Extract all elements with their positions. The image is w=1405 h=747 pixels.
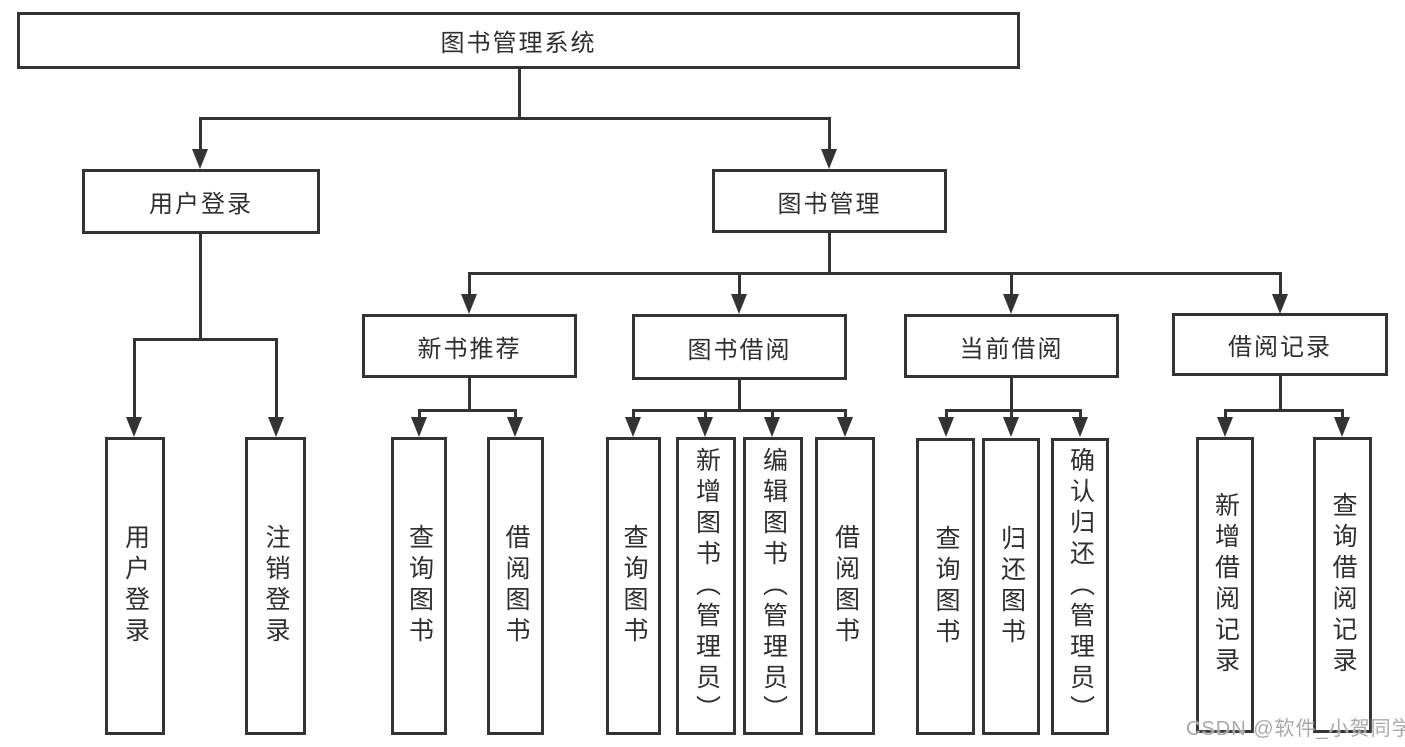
edge-drop-bb-add (704, 409, 707, 419)
edge-root-hbar (199, 117, 831, 120)
leaf-label: 用户登录 (121, 524, 150, 648)
leaf-label: 查询图书 (405, 524, 434, 648)
edge-drop-book-borrow (738, 272, 741, 296)
arrow-user-login (192, 149, 208, 169)
leaf-label: 归还图书 (997, 524, 1026, 649)
edge-current-hbar (945, 409, 1082, 412)
arrow-cb-confirm (1072, 417, 1088, 437)
leaf-label: 新增借阅记录 (1211, 492, 1240, 678)
edge-drop-br-add (1224, 409, 1227, 419)
leaf-label: 编辑图书（管理员） (759, 446, 788, 726)
arrow-book-mgmt (821, 149, 837, 169)
arrow-bb-add (697, 417, 713, 437)
leaf-bb-borrow-book: 借阅图书 (815, 437, 875, 735)
edge-drop-login-leaf (133, 338, 136, 419)
node-label: 图书借阅 (687, 336, 792, 364)
arrow-rec-query (411, 417, 427, 437)
leaf-bb-query-book: 查询图书 (606, 437, 661, 735)
leaf-cb-query-book: 查询图书 (916, 438, 975, 735)
leaf-label: 借阅图书 (502, 524, 530, 648)
node-book-borrow: 图书借阅 (632, 314, 847, 380)
edge-drop-new-book-rec (468, 272, 471, 296)
leaf-bb-add-book: 新增图书（管理员） (676, 437, 736, 735)
leaf-label: 借阅图书 (831, 524, 860, 648)
arrow-login-leaf (126, 417, 142, 437)
edge-current-trunk (1010, 378, 1013, 409)
edge-rec-trunk (468, 378, 471, 409)
edge-drop-book-mgmt (828, 117, 831, 151)
edge-borrow-hbar (632, 409, 847, 412)
arrow-new-book-rec (461, 294, 477, 314)
node-label: 当前借阅 (959, 335, 1064, 363)
leaf-label: 确认归还（管理员） (1066, 447, 1095, 726)
leaf-user-login: 用户登录 (105, 437, 165, 735)
edge-drop-br-query (1341, 409, 1344, 419)
edge-drop-cb-confirm (1079, 409, 1082, 419)
arrow-br-query (1334, 417, 1350, 437)
arrow-book-borrow (731, 294, 747, 314)
edge-login-trunk (199, 234, 202, 338)
edge-root-trunk (518, 69, 521, 117)
node-label: 新书推荐 (417, 335, 522, 363)
leaf-cb-return-book: 归还图书 (982, 438, 1040, 735)
arrow-current-borrow (1003, 294, 1019, 314)
arrow-logout (268, 417, 284, 437)
edge-drop-bb-edit (771, 409, 774, 419)
csdn-watermark: CSDN @软件_小贺同学 (1186, 718, 1405, 740)
leaf-br-query-record: 查询借阅记录 (1313, 437, 1372, 733)
edge-drop-borrow-record (1279, 272, 1282, 296)
edge-borrow-trunk (738, 380, 741, 409)
leaf-br-add-record: 新增借阅记录 (1196, 437, 1254, 733)
node-label: 用户登录 (149, 191, 253, 218)
node-library-system: 图书管理系统 (17, 12, 1020, 69)
arrow-cb-return (1003, 417, 1019, 437)
node-current-borrow: 当前借阅 (904, 314, 1119, 378)
node-user-login: 用户登录 (82, 169, 320, 234)
edge-drop-cb-return (1010, 409, 1013, 419)
leaf-rec-query-book: 查询图书 (391, 437, 447, 735)
edge-mgmt-hbar (468, 272, 1282, 275)
arrow-rec-borrow (507, 417, 523, 437)
edge-record-hbar (1224, 409, 1344, 412)
edge-login-hbar (133, 338, 278, 341)
node-label: 借阅记录 (1228, 334, 1332, 361)
edge-drop-rec-borrow (514, 409, 517, 419)
node-label: 图书管理系统 (440, 30, 597, 57)
edge-drop-bb-borrow (844, 409, 847, 419)
arrow-borrow-record (1272, 294, 1288, 314)
leaf-bb-edit-book: 编辑图书（管理员） (743, 437, 803, 735)
arrow-bb-borrow (837, 417, 853, 437)
leaf-label: 查询图书 (620, 524, 648, 648)
edge-record-trunk (1279, 376, 1282, 409)
edge-mgmt-trunk (828, 233, 831, 272)
leaf-label: 查询借阅记录 (1329, 492, 1357, 678)
edge-drop-user-login (199, 117, 202, 151)
leaf-cb-confirm-return: 确认归还（管理员） (1051, 438, 1109, 735)
node-new-book-rec: 新书推荐 (362, 314, 577, 378)
arrow-br-add (1217, 417, 1233, 437)
edge-drop-current-borrow (1010, 272, 1013, 296)
node-label: 图书管理 (777, 190, 882, 218)
leaf-rec-borrow-book: 借阅图书 (487, 437, 544, 735)
leaf-label: 新增图书（管理员） (692, 446, 721, 726)
edge-drop-bb-query (632, 409, 635, 419)
edge-drop-cb-query (945, 409, 948, 419)
edge-drop-logout (275, 338, 278, 419)
arrow-bb-edit (764, 417, 780, 437)
arrow-bb-query (625, 417, 641, 437)
edge-rec-hbar (418, 409, 517, 412)
edge-drop-rec-query (418, 409, 421, 419)
leaf-logout: 注销登录 (245, 437, 306, 735)
node-book-mgmt: 图书管理 (712, 169, 947, 233)
leaf-label: 查询图书 (932, 524, 960, 649)
node-borrow-record: 借阅记录 (1172, 313, 1388, 376)
leaf-label: 注销登录 (262, 524, 290, 648)
arrow-cb-query (938, 417, 954, 437)
